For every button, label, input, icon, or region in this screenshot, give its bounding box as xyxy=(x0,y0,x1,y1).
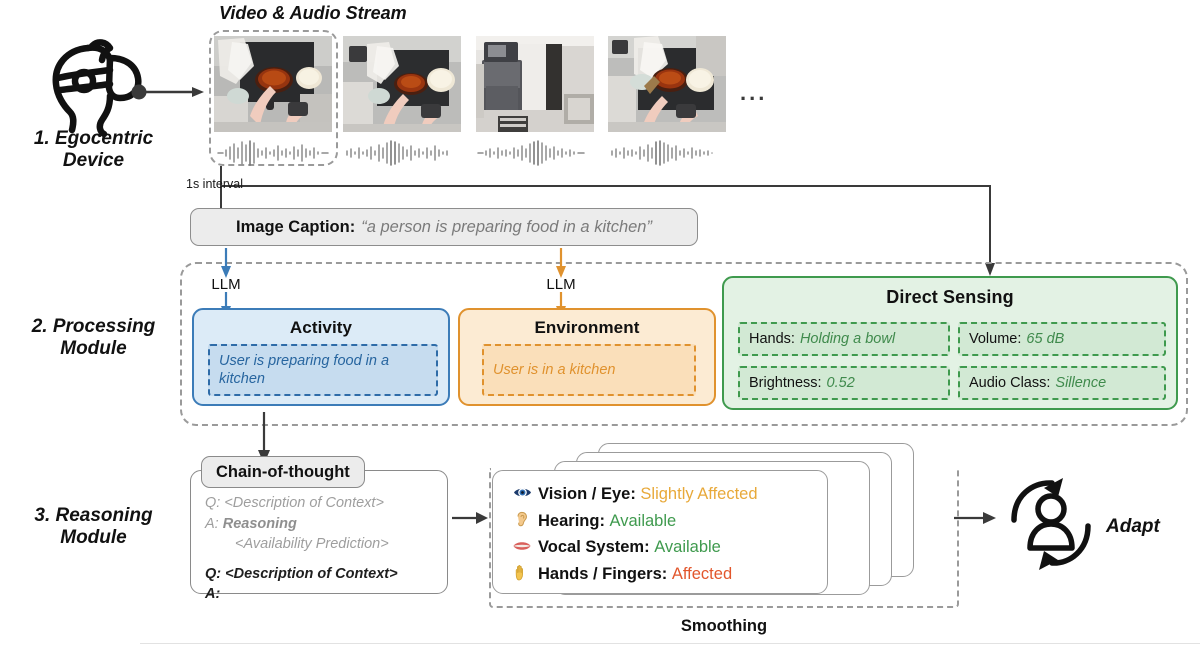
availability-value-vocal: Available xyxy=(654,538,721,556)
availability-row-hands: Hands / Fingers: Affected xyxy=(511,564,827,585)
stream-frame-2[interactable] xyxy=(343,36,461,166)
image-caption-value: “a person is preparing food in a kitchen… xyxy=(361,217,652,236)
direct-sensing-key-brightness: Brightness: xyxy=(749,374,822,391)
section-label-processing-module: 2. Processing Module xyxy=(6,316,181,360)
stream-ellipsis: ... xyxy=(740,80,768,105)
direct-sensing-item-volume: Volume: 65 dB xyxy=(958,322,1166,356)
image-caption-label: Image Caption: xyxy=(236,217,356,236)
section-label-line-2: Module xyxy=(60,526,127,548)
adapt-icon xyxy=(1006,472,1098,581)
chain-of-thought-chip[interactable]: Chain-of-thought xyxy=(201,456,365,488)
smoothing-label: Smoothing xyxy=(680,617,768,635)
stream-frame-4[interactable] xyxy=(608,36,726,166)
cot-line-1: Q: <Description of Context> xyxy=(205,495,384,511)
cot-line-2-prefix: A: xyxy=(205,515,223,532)
activity-box[interactable]: Activity User is preparing food in a kit… xyxy=(192,308,450,406)
cot-line-4: Q: <Description of Context> xyxy=(205,565,398,582)
environment-box[interactable]: Environment User is in a kitchen xyxy=(458,308,716,406)
availability-card[interactable]: Vision / Eye: Slightly Affected Hearing:… xyxy=(492,470,828,594)
ear-icon xyxy=(511,511,533,531)
chain-of-thought-text: Q: <Description of Context> A: Reasoning… xyxy=(191,471,447,605)
cot-line-2: A: Reasoning xyxy=(205,514,447,535)
direct-sensing-item-hands: Hands: Holding a bowl xyxy=(738,322,950,356)
frame-image-4 xyxy=(608,36,726,132)
llm-label-environment: LLM xyxy=(546,276,576,293)
availability-label-vision: Vision / Eye xyxy=(538,485,631,503)
section-label-egocentric-device: 1. Egocentric Device xyxy=(6,128,181,172)
availability-row-vocal: Vocal System: Available xyxy=(511,538,827,557)
direct-sensing-value-volume: 65 dB xyxy=(1026,330,1065,347)
section-label-line-1: 2. Processing xyxy=(31,316,156,337)
stream-frame-1[interactable] xyxy=(214,36,332,166)
stream-title: Video & Audio Stream xyxy=(219,3,407,23)
direct-sensing-box[interactable]: Direct Sensing Hands: Holding a bowl Vol… xyxy=(722,276,1178,410)
environment-title: Environment xyxy=(534,318,640,337)
mouth-icon xyxy=(511,539,533,556)
image-caption-box[interactable]: Image Caption: “a person is preparing fo… xyxy=(190,208,698,246)
availability-label-vocal: Vocal System xyxy=(538,538,645,556)
eye-icon xyxy=(511,486,533,503)
cot-line-2-bold: Reasoning xyxy=(222,515,297,532)
section-label-line-1: 1. Egocentric xyxy=(33,128,154,149)
processing-module-container xyxy=(180,262,1188,426)
frame-image-3 xyxy=(476,36,594,132)
stream-frame-3[interactable] xyxy=(476,36,594,166)
availability-label-hearing: Hearing xyxy=(538,511,600,530)
llm-label-activity: LLM xyxy=(211,276,241,293)
availability-value-vision: Slightly Affected xyxy=(640,485,758,503)
section-label-line-2: Device xyxy=(62,149,125,171)
direct-sensing-value-brightness: 0.52 xyxy=(826,374,855,391)
cot-line-3: <Availability Prediction> xyxy=(235,536,389,553)
availability-value-hands: Affected xyxy=(671,565,733,583)
availability-row-hearing: Hearing: Available xyxy=(511,511,827,531)
adapt-label: Adapt xyxy=(1106,516,1160,537)
direct-sensing-item-brightness: Brightness: 0.52 xyxy=(738,366,950,400)
activity-title: Activity xyxy=(289,318,353,337)
direct-sensing-value-audio-class: Sillence xyxy=(1055,374,1107,391)
cards-to-adapt-arrow xyxy=(954,508,1000,533)
environment-value: User is in a kitchen xyxy=(482,344,696,396)
cot-line-5: A: xyxy=(205,586,221,603)
bottom-divider xyxy=(140,643,1200,644)
availability-value-hearing: Available xyxy=(609,511,677,530)
frame-image-1 xyxy=(214,36,332,132)
activity-value: User is preparing food in a kitchen xyxy=(208,344,438,396)
direct-sensing-key-audio-class: Audio Class: xyxy=(969,374,1051,391)
smoothing-bracket xyxy=(489,468,959,608)
direct-sensing-value-hands: Holding a bowl xyxy=(799,330,896,347)
audio-waveform-3 xyxy=(477,140,585,166)
direct-sensing-title: Direct Sensing xyxy=(886,287,1014,307)
frame-image-2 xyxy=(343,36,461,132)
chain-of-thought-box[interactable]: Q: <Description of Context> A: Reasoning… xyxy=(190,470,448,602)
hand-icon xyxy=(511,564,533,585)
audio-waveform-2 xyxy=(346,140,448,166)
availability-row-vision: Vision / Eye: Slightly Affected xyxy=(511,485,827,504)
device-to-stream-connector xyxy=(130,78,210,113)
section-label-line-1: 3. Reasoning xyxy=(34,505,153,526)
section-label-line-2: Module xyxy=(60,337,127,359)
direct-sensing-key-volume: Volume: xyxy=(969,330,1022,347)
availability-label-hands: Hands / Fingers xyxy=(538,565,662,583)
cot-to-cards-arrow xyxy=(452,508,492,533)
interval-label: 1s interval xyxy=(186,177,243,191)
audio-waveform-4 xyxy=(611,140,713,166)
direct-sensing-key-hands: Hands: xyxy=(749,330,795,347)
audio-waveform-1 xyxy=(217,140,329,166)
section-label-reasoning-module: 3. Reasoning Module xyxy=(6,505,181,549)
stream-frame-highlight xyxy=(209,30,338,166)
availability-rows: Vision / Eye: Slightly Affected Hearing:… xyxy=(493,471,827,585)
direct-sensing-item-audio-class: Audio Class: Sillence xyxy=(958,366,1166,400)
